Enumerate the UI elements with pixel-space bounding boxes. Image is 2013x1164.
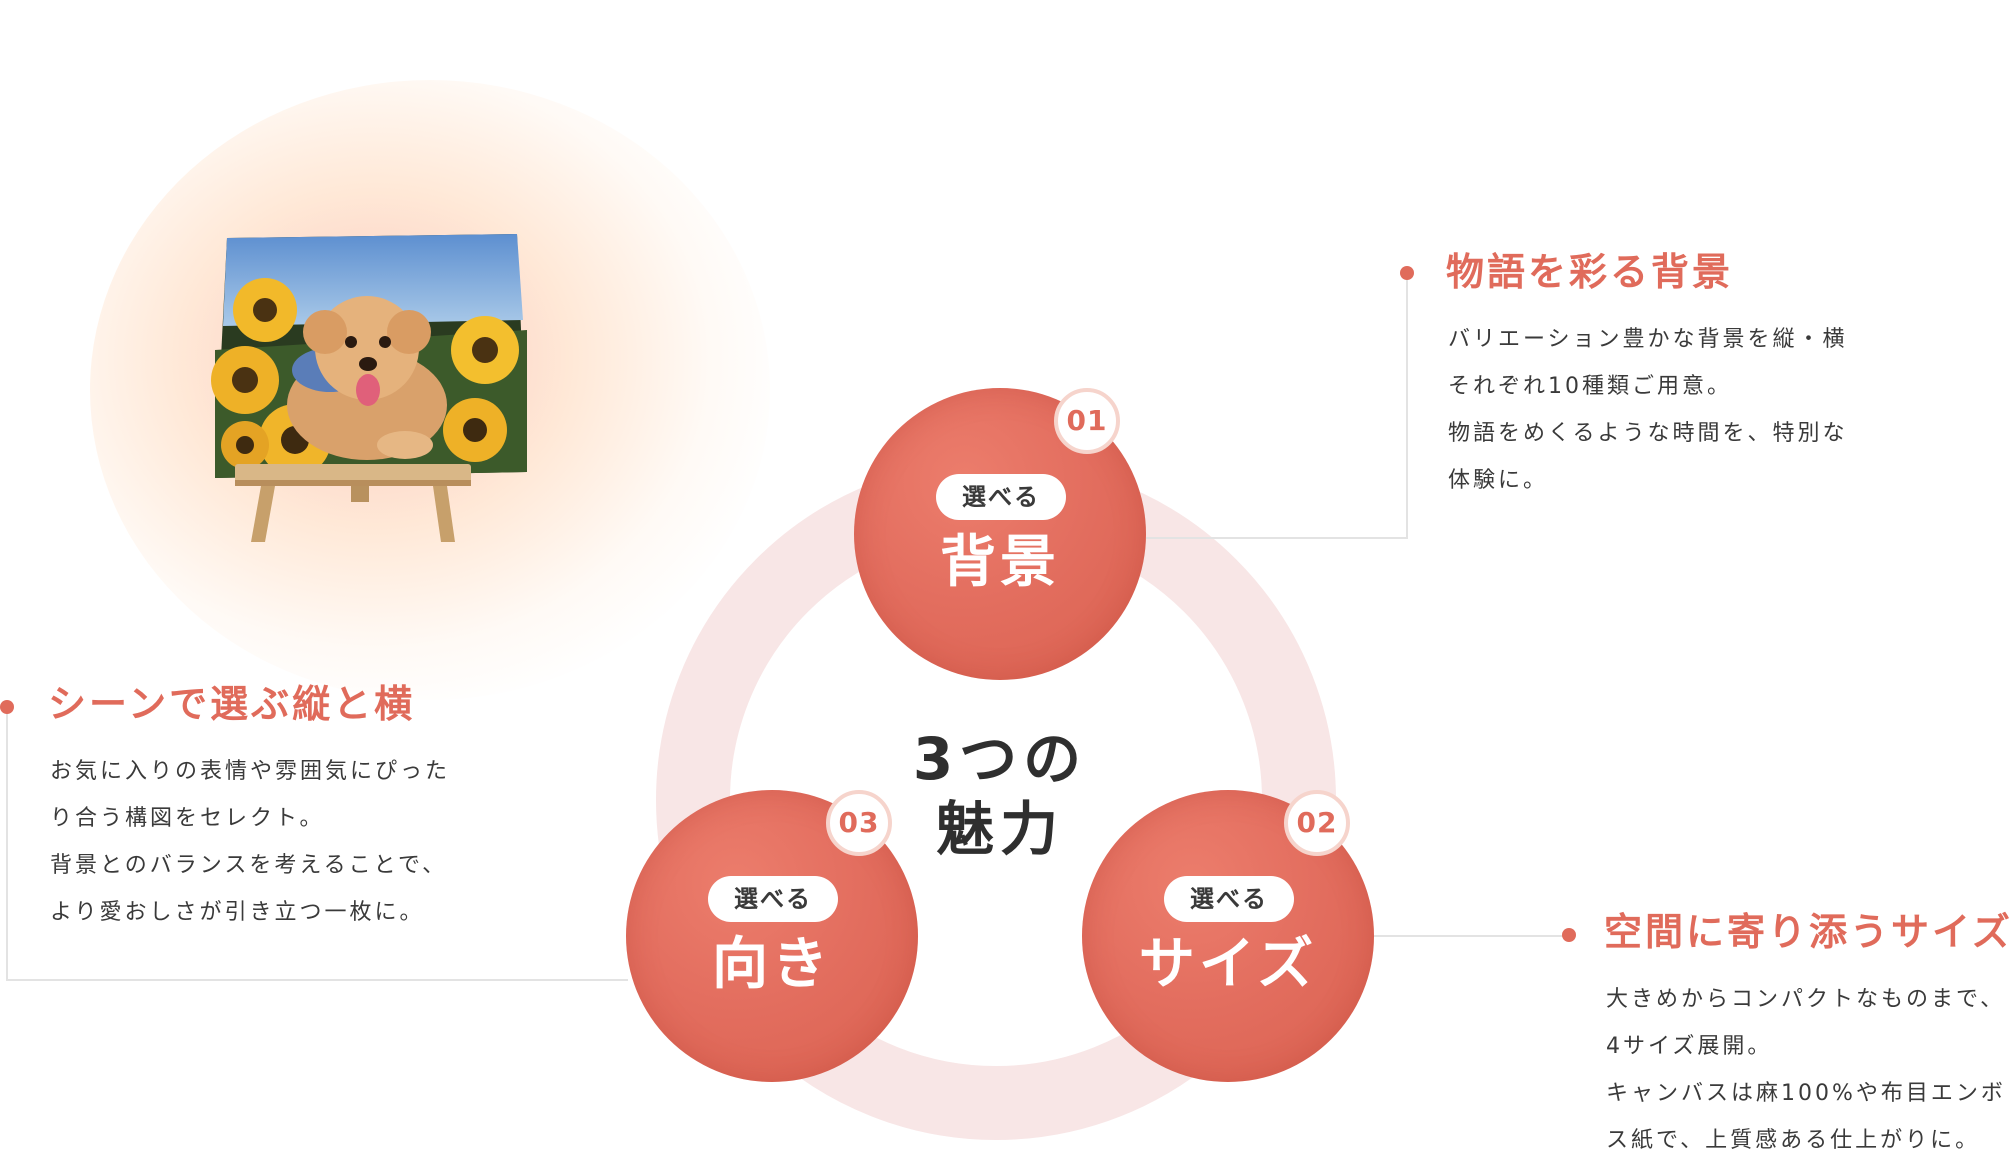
feature-title-background: 物語を彩る背景	[1446, 250, 1734, 294]
connector-line-background-horizontal	[1146, 537, 1408, 539]
description-line: 4サイズ展開。	[1606, 1034, 1773, 1059]
number-badge: 02	[1284, 790, 1350, 856]
description-line: 背景とのバランスを考えることで、	[50, 853, 448, 878]
description-line: キャンバスは麻100%や布目エンボ	[1606, 1081, 2006, 1106]
feature-circle-label: サイズ	[1138, 932, 1318, 997]
choose-pill: 選べる	[1164, 876, 1294, 922]
bullet-dot-size	[1562, 928, 1576, 942]
description-line: 大きめからコンパクトなものまで、	[1606, 987, 2006, 1012]
pet-portrait-canvas-image	[205, 230, 545, 542]
connector-line-background-vertical	[1406, 274, 1408, 539]
feature-circle-label: 向き	[712, 932, 832, 997]
feature-description-orientation: お気に入りの表情や雰囲気にぴった り合う構図をセレクト。 背景とのバランスを考え…	[50, 748, 450, 936]
description-line: り合う構図をセレクト。	[50, 806, 325, 831]
description-line: 物語をめくるような時間を、特別な	[1448, 421, 1848, 446]
connector-line-size-horizontal	[1374, 935, 1570, 937]
choose-pill: 選べる	[708, 876, 838, 922]
center-title-line1: 3つの	[912, 725, 1088, 793]
description-line: 体験に。	[1448, 468, 1549, 493]
description-line: より愛おしさが引き立つ一枚に。	[50, 900, 425, 925]
description-line: ス紙で、上質感ある仕上がりに。	[1606, 1128, 1981, 1153]
feature-description-background: バリエーション豊かな背景を縦・横 それぞれ10種類ご用意。 物語をめくるような時…	[1448, 316, 1848, 504]
feature-circle-label: 背景	[940, 530, 1060, 595]
description-line: バリエーション豊かな背景を縦・横	[1448, 327, 1848, 352]
bullet-dot-background	[1400, 266, 1414, 280]
feature-circle-background: 選べる 背景	[854, 388, 1146, 680]
feature-description-size: 大きめからコンパクトなものまで、 4サイズ展開。 キャンバスは麻100%や布目エ…	[1606, 976, 2006, 1164]
center-title-line2: 魅力	[935, 795, 1064, 863]
number-badge: 01	[1054, 388, 1120, 454]
feature-title-size: 空間に寄り添うサイズ	[1604, 910, 2013, 954]
description-line: それぞれ10種類ご用意。	[1448, 374, 1732, 399]
description-line: お気に入りの表情や雰囲気にぴった	[50, 759, 451, 784]
number-badge: 03	[826, 790, 892, 856]
choose-pill: 選べる	[936, 474, 1066, 520]
connector-line-orientation-horizontal	[6, 979, 628, 981]
feature-title-orientation: シーンで選ぶ縦と横	[48, 682, 416, 726]
bullet-dot-orientation	[0, 700, 14, 714]
connector-line-orientation-vertical	[6, 712, 8, 981]
center-title: 3つの 魅力	[900, 724, 1100, 864]
